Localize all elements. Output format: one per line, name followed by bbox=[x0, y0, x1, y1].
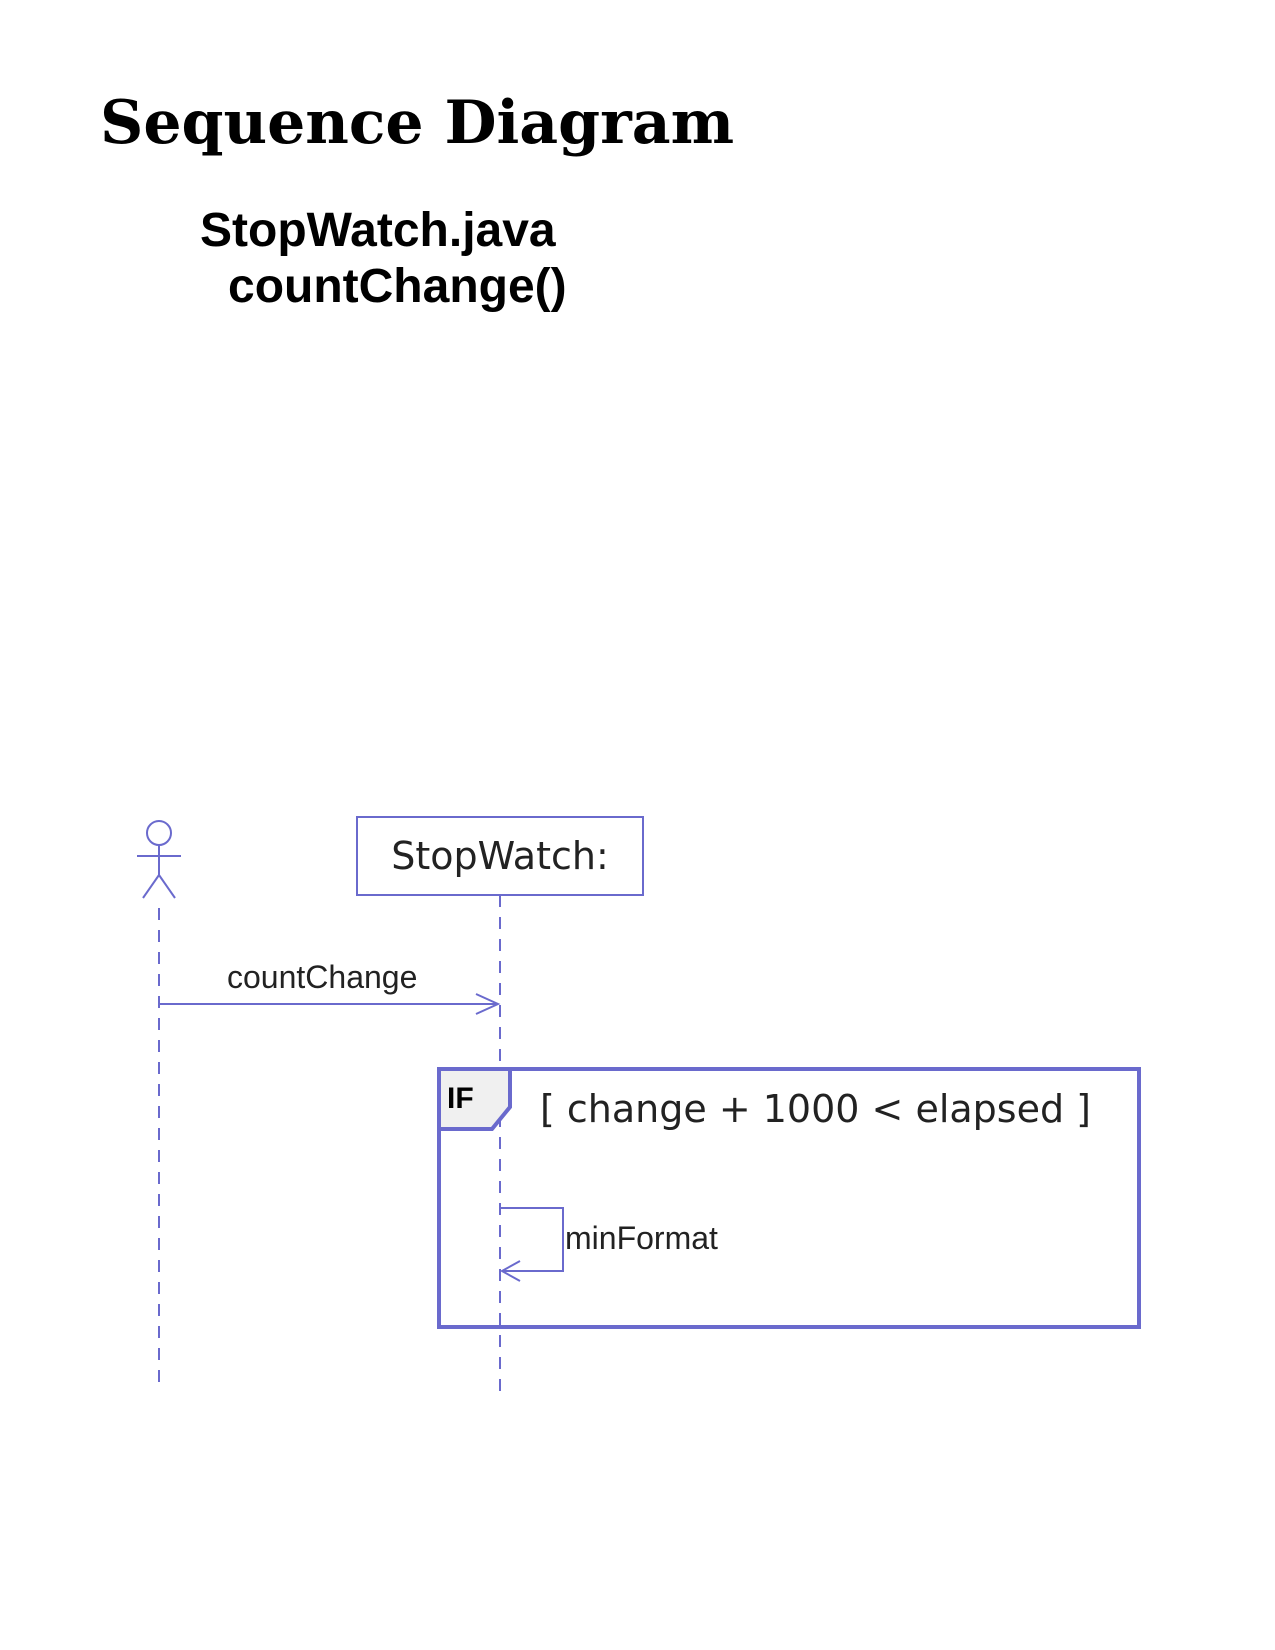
diagram-subtitle: StopWatch.java countChange() bbox=[200, 203, 567, 315]
message-label: countChange bbox=[227, 959, 417, 995]
fragment-frame bbox=[437, 1067, 1141, 1329]
fragment-guard: [ change + 1000 < elapsed ] bbox=[540, 1087, 1091, 1131]
method-name: countChange() bbox=[228, 260, 567, 313]
message-countchange: countChange bbox=[159, 959, 501, 1015]
message-label: minFormat bbox=[565, 1220, 718, 1256]
fragment-operator-tab bbox=[437, 1067, 512, 1131]
page-title: Sequence Diagram bbox=[100, 88, 735, 158]
fragment-operator-label: IF bbox=[447, 1082, 474, 1115]
message-minformat: minFormat bbox=[499, 1207, 718, 1282]
participant-stopwatch: StopWatch: bbox=[356, 816, 644, 896]
combined-fragment-if: IF [ change + 1000 < elapsed ] bbox=[437, 1067, 1141, 1329]
source-file-name: StopWatch.java bbox=[200, 204, 556, 257]
participant-box bbox=[356, 816, 644, 896]
participant-label: StopWatch: bbox=[391, 834, 609, 878]
actor-stick-figure-icon bbox=[137, 820, 181, 899]
